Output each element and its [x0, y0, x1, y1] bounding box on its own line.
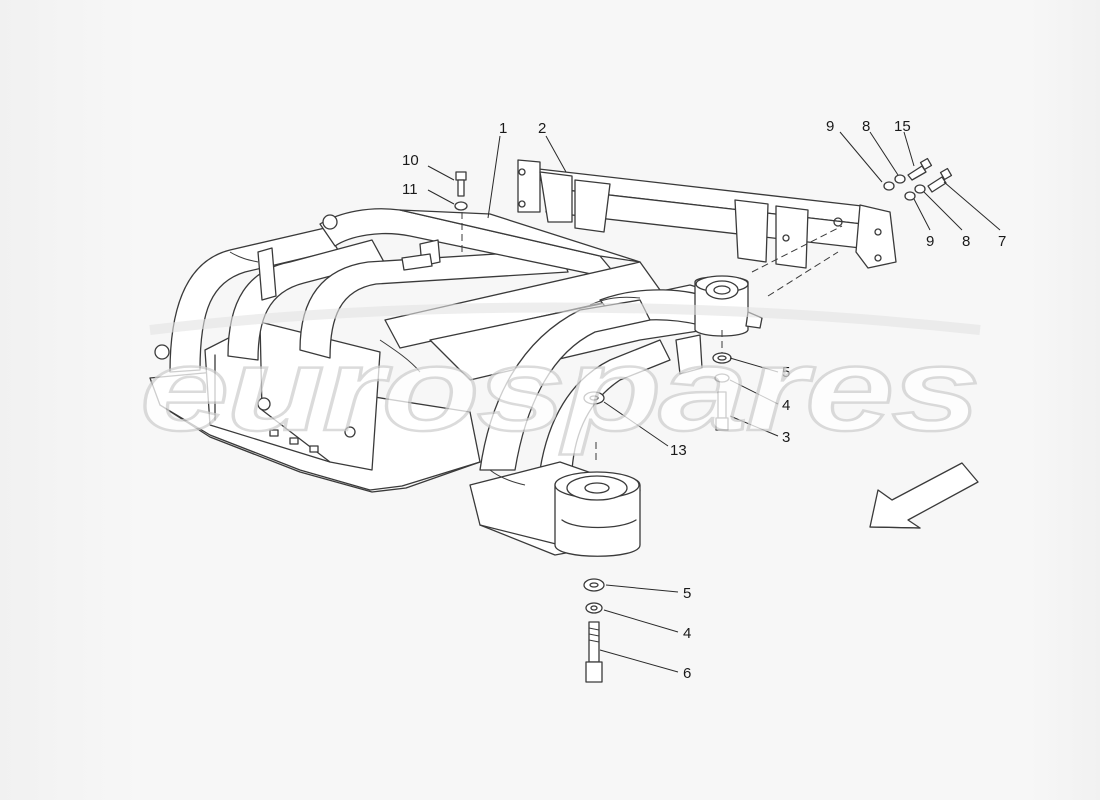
callout-8-bottom: 8 — [962, 233, 970, 250]
washer-8-bottom[interactable] — [914, 184, 926, 194]
washer-4-lower[interactable] — [585, 602, 603, 614]
callout-5-lower: 5 — [683, 585, 691, 602]
direction-arrow-icon — [869, 462, 979, 529]
callout-2: 2 — [538, 120, 546, 137]
callout-15: 15 — [894, 118, 911, 135]
callout-1: 1 — [499, 120, 507, 137]
bolt-10[interactable] — [455, 171, 467, 197]
rear-crossmember[interactable] — [517, 159, 897, 269]
washer-11[interactable] — [454, 201, 468, 211]
callout-5-upper: 5 — [782, 364, 790, 381]
callout-7: 7 — [998, 233, 1006, 250]
watermark: eurospares — [139, 302, 981, 457]
bolt-3[interactable] — [715, 391, 729, 431]
washer-9-bottom[interactable] — [904, 191, 916, 201]
callout-10: 10 — [402, 152, 419, 169]
callout-9-bottom: 9 — [926, 233, 934, 250]
bolt-6[interactable] — [585, 621, 603, 683]
callout-13: 13 — [670, 442, 687, 459]
washer-5-lower[interactable] — [583, 578, 605, 592]
washer-9-top[interactable] — [883, 181, 895, 191]
washer-5-upper[interactable] — [712, 352, 732, 364]
callout-3: 3 — [782, 429, 790, 446]
bolt-7[interactable] — [927, 167, 953, 193]
callout-leaders — [427, 131, 1001, 673]
washer-4-upper[interactable] — [714, 373, 730, 383]
washer-13[interactable] — [583, 391, 605, 405]
callout-6: 6 — [683, 665, 691, 682]
watermark-brand-text: eurospares — [140, 324, 978, 456]
callout-4-lower: 4 — [683, 625, 691, 642]
callout-8-top: 8 — [862, 118, 870, 135]
callout-numbers: 1 2 10 11 9 8 15 9 8 7 5 4 3 13 5 4 6 — [402, 118, 1006, 682]
lower-front-bushing[interactable] — [554, 471, 641, 557]
bolt-15[interactable] — [907, 157, 933, 181]
washer-8-top[interactable] — [894, 174, 906, 184]
callout-11: 11 — [402, 181, 418, 198]
callout-9-top: 9 — [826, 118, 834, 135]
callout-4-upper: 4 — [782, 397, 790, 414]
